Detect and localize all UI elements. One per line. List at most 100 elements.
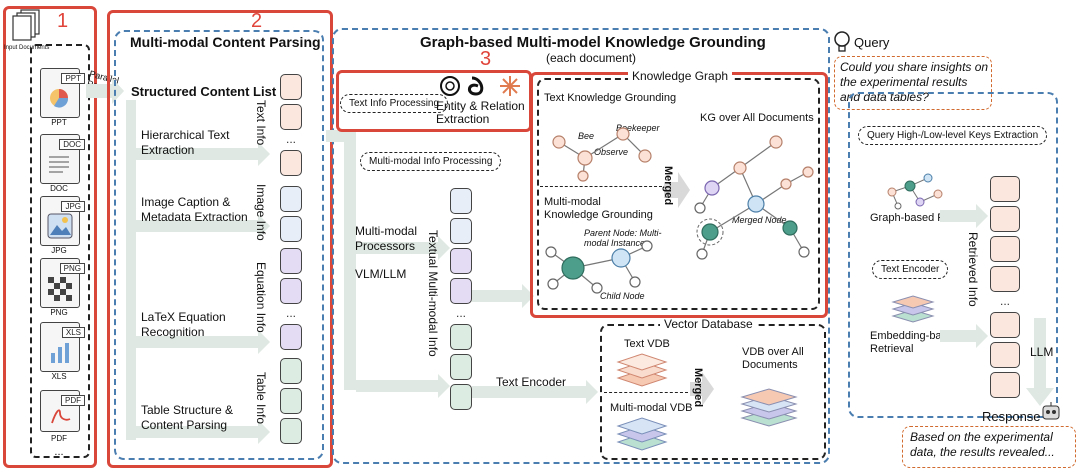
ppt-tag: PPT <box>61 73 85 84</box>
retrieved-cell <box>990 206 1020 232</box>
entity-relation-label: Entity & Relation Extraction <box>436 99 525 126</box>
content-cell <box>280 248 302 274</box>
section2-number: 2 <box>251 10 263 32</box>
section3-title: Graph-based Multi-model Knowledge Ground… <box>420 34 766 51</box>
content-cell <box>450 324 472 350</box>
text-lines-icon <box>49 156 69 173</box>
ppt-file-name: PPT <box>51 118 67 127</box>
cells-ellipsis: ... <box>455 306 466 320</box>
retrieved-ellipsis: ... <box>999 294 1010 308</box>
retrieved-cell <box>990 236 1020 262</box>
kg-title: Knowledge Graph <box>628 70 733 83</box>
text-kg-label: Text Knowledge Grounding <box>544 92 677 104</box>
content-cell <box>280 358 302 384</box>
section2-title: Multi-modal Content Parsing <box>130 34 321 50</box>
retrieved-cell <box>990 372 1020 398</box>
section3-subtitle: (each document) <box>546 51 637 65</box>
image-icon <box>47 213 73 239</box>
query-box <box>834 56 992 110</box>
image-info-label: Image Info <box>254 184 268 241</box>
section3-frame <box>332 28 830 464</box>
response-label: Response <box>982 409 1041 424</box>
png-file-name: PNG <box>50 308 68 317</box>
embedding-stack-icon <box>891 295 935 323</box>
jpg-tag: JPG <box>61 201 85 212</box>
section3-number: 3 <box>480 48 492 70</box>
table-info-cells <box>280 358 302 444</box>
content-cell <box>280 324 302 350</box>
retrieval-frame <box>848 92 1058 418</box>
vdb-merged-label: Merged <box>692 368 704 408</box>
parent-node-label: Parent Node: Multi-modal Instance <box>584 228 662 248</box>
merged-arrow <box>664 172 690 208</box>
retrieved-info-label: Retrieved Info <box>966 232 980 307</box>
section1-frame <box>3 6 97 468</box>
xls-file-name: XLS <box>51 372 67 381</box>
keys-extraction-pill: Query High-/Low-level Keys Extraction <box>858 126 1048 145</box>
acrobat-icon <box>51 409 71 424</box>
mm-vdb-label: Multi-modal VDB <box>610 402 693 414</box>
section2-inner-frame <box>114 30 324 460</box>
bee-label: Bee <box>578 131 595 141</box>
pdf-file-icon: PDF <box>40 390 85 432</box>
merged-node-label: Merged Node <box>732 215 787 225</box>
text-info-processing-pill: Text Info Processing <box>340 94 449 113</box>
kg-all-label: KG over All Documents <box>700 112 814 124</box>
section2-frame <box>107 10 333 468</box>
equation-info-cells: ... <box>280 248 302 350</box>
retrieved-cell <box>990 176 1020 202</box>
vdb-merged-arrow <box>690 372 714 406</box>
vlm-llm-label: VLM/LLM <box>355 267 407 281</box>
structured-list-title: Structured Content List <box>131 84 277 99</box>
section1-files-frame <box>30 44 90 458</box>
content-cell <box>450 188 472 214</box>
content-cell <box>280 104 302 130</box>
step-image-caption: Image Caption & Metadata Extraction <box>141 195 248 224</box>
step-latex: LaTeX Equation Recognition <box>141 310 226 339</box>
equation-info-label: Equation Info <box>254 262 268 333</box>
embedding-retrieval-label: Embedding-based Retrieval <box>870 330 960 355</box>
content-cell <box>280 388 302 414</box>
bar-chart-icon <box>51 343 69 363</box>
content-cell <box>280 216 302 242</box>
doc-file-icon: DOC <box>40 134 85 184</box>
ppt-file-icon: PPT <box>40 68 85 118</box>
lightbulb-icon <box>834 31 850 52</box>
input-documents-icon <box>12 9 40 41</box>
vdb-all-stack-icon <box>740 388 798 427</box>
step-table: Table Structure & Content Parsing <box>141 403 234 432</box>
cells-ellipsis: ... <box>285 306 296 320</box>
llm-arrow <box>1026 318 1054 406</box>
section1-number: 1 <box>57 10 69 32</box>
observe-label: Observe <box>594 147 629 157</box>
llm-logos-icon <box>440 76 520 96</box>
content-cell <box>280 186 302 212</box>
content-cell <box>450 354 472 380</box>
jpg-file-icon: JPG <box>40 196 85 246</box>
robot-icon <box>1042 402 1060 420</box>
vdb-title: Vector Database <box>660 318 757 331</box>
step-hier-text: Hierarchical Text Extraction <box>141 128 230 157</box>
content-cell <box>280 278 302 304</box>
mm-processors-label: Multi-modal Processors <box>355 224 418 253</box>
textual-mm-info-label: Textual Multi-modal Info <box>426 230 440 357</box>
retrieval-graph-icon <box>887 173 943 210</box>
child-node-label: Child Node <box>600 291 645 301</box>
mm-kg-graph <box>545 240 653 294</box>
xls-file-icon: XLS <box>40 322 85 372</box>
text-info-cells: ... <box>280 74 302 176</box>
doc-tag: DOC <box>59 139 85 150</box>
mm-info-processing-pill: Multi-modal Info Processing <box>360 152 502 171</box>
section2-flow-arrows <box>126 100 270 444</box>
retrieval-arrows <box>940 204 988 348</box>
retrieved-cell <box>990 342 1020 368</box>
content-cell <box>450 218 472 244</box>
text-vdb-label: Text VDB <box>624 338 670 350</box>
query-label: Query <box>854 35 890 50</box>
beekeeper-label: Beekeeper <box>616 123 660 133</box>
query-text-encoder-pill: Text Encoder <box>872 260 949 279</box>
input-documents-label: Input Documents <box>4 45 50 51</box>
vdb-divider <box>604 392 688 393</box>
content-cell <box>450 384 472 410</box>
